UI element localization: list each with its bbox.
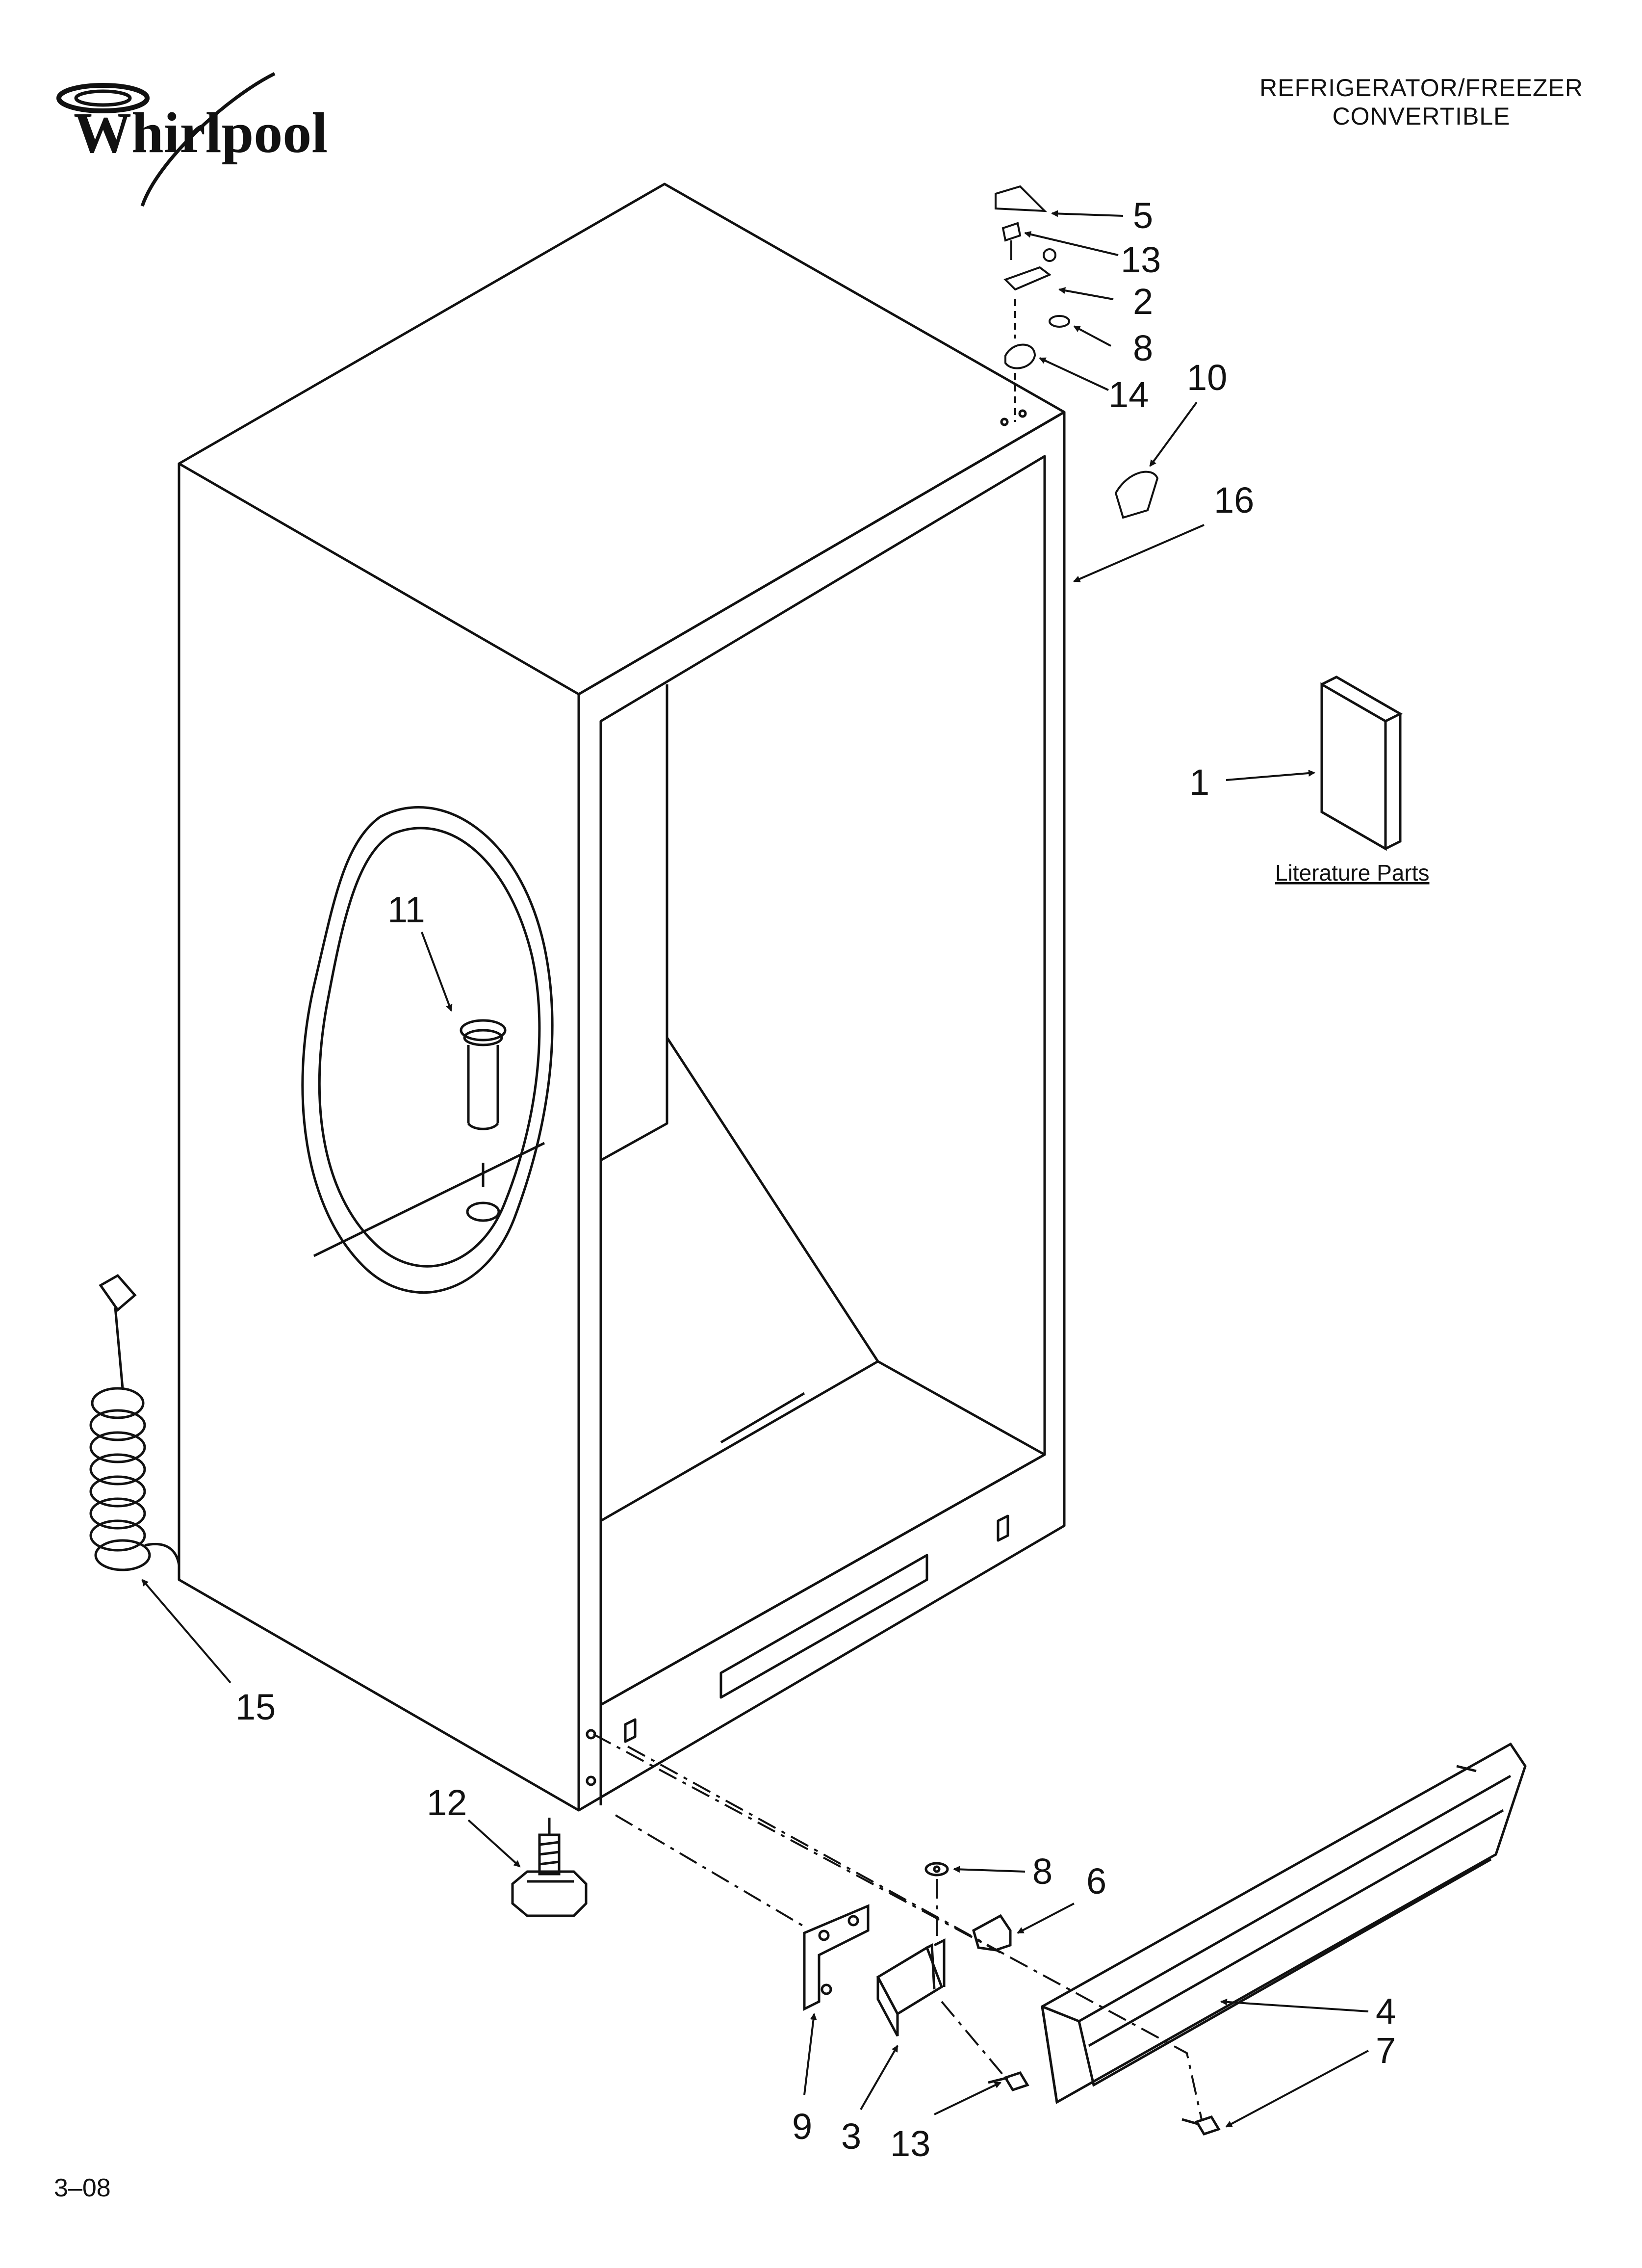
callout-13-bottom: 13 [890, 2123, 930, 2164]
callout-2: 2 [1133, 281, 1153, 322]
callout-13-top: 13 [1121, 239, 1161, 280]
leveling-leg [511, 1818, 588, 1917]
hinge-bracket [1003, 266, 1052, 291]
hinge-cover [995, 185, 1048, 212]
callout-3: 3 [841, 2116, 861, 2157]
title-line-2: CONVERTIBLE [1332, 103, 1511, 130]
washer-8 [924, 1862, 949, 1877]
whirlpool-logo: Whirlpool [56, 72, 328, 207]
callout-4: 4 [1376, 1991, 1396, 2032]
grille-kickplate [1041, 1742, 1527, 2104]
callout-15: 15 [235, 1687, 276, 1727]
logo-text: Whirlpool [74, 101, 328, 165]
literature-parts-label: Literature Parts [1275, 860, 1429, 886]
callout-9: 9 [792, 2106, 812, 2147]
hinge-cover-small [1114, 470, 1159, 519]
top-hinge-assembly [995, 185, 1159, 519]
cabinet-cutaway [301, 806, 554, 1294]
hinge-shim [1004, 343, 1036, 369]
lower-hinge-parts [803, 1862, 1221, 2136]
callout-8-top: 8 [1133, 328, 1153, 368]
page-code: 3–08 [54, 2174, 111, 2202]
callout-12: 12 [427, 1782, 467, 1823]
callout-16: 16 [1214, 480, 1254, 521]
cabinet [178, 182, 1066, 1812]
screw-7 [1195, 2115, 1221, 2136]
hinge-screw-head [1001, 222, 1022, 242]
title-line-1: REFRIGERATOR/FREEZER [1259, 74, 1583, 102]
callout-14: 14 [1108, 374, 1149, 415]
callout-labels: 5 13 2 8 14 10 16 1 11 15 12 8 6 4 7 9 3… [235, 195, 1396, 2164]
leader-lines [141, 210, 1369, 2128]
assembly-lines [593, 1733, 1203, 2120]
bushing-6 [972, 1914, 1012, 1952]
screw-13-lower [1003, 2071, 1029, 2092]
callout-8-bottom: 8 [1032, 1851, 1052, 1892]
bracket-9 [803, 1904, 870, 2011]
callout-7: 7 [1376, 2030, 1396, 2071]
callout-5: 5 [1133, 195, 1153, 236]
hinge-washer [1049, 315, 1070, 328]
hinge-pin [1043, 248, 1056, 262]
callout-11: 11 [387, 889, 425, 930]
diagram-title: REFRIGERATOR/FREEZER CONVERTIBLE [1259, 74, 1583, 130]
callout-6: 6 [1086, 1861, 1106, 1902]
power-cord [89, 1274, 180, 1571]
literature-booklet [1320, 676, 1403, 851]
callout-10: 10 [1187, 357, 1227, 398]
callout-1: 1 [1189, 762, 1209, 803]
